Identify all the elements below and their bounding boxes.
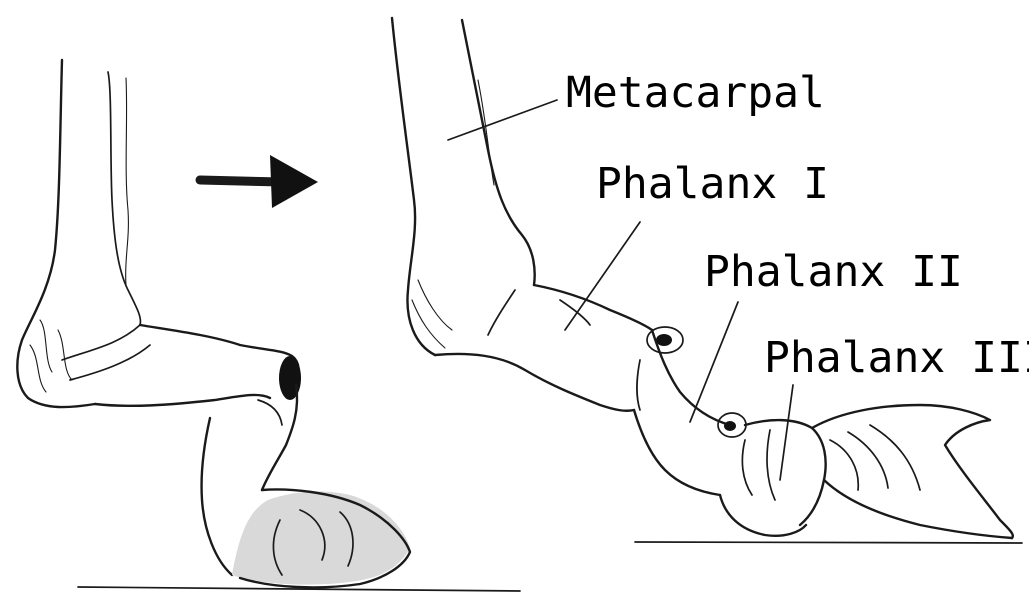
leader-phalanx-1: [565, 222, 640, 330]
left-claw-fill: [232, 491, 410, 584]
label-phalanx-1: Phalanx I: [596, 163, 829, 206]
left-phalanx-2: [262, 385, 297, 490]
left-metacarpal-back: [108, 72, 141, 325]
leader-phalanx-3: [780, 385, 793, 480]
label-phalanx-2: Phalanx II: [704, 251, 963, 294]
right-metacarpal-back: [462, 20, 535, 285]
left-phalanx-1: [140, 325, 299, 385]
leader-phalanx-2: [690, 302, 738, 422]
right-ground-line: [635, 542, 1022, 543]
left-metacarpal-front: [17, 60, 95, 407]
left-foot-retracted: [17, 60, 520, 591]
right-phalanx-1: [534, 285, 652, 330]
label-metacarpal: Metacarpal: [566, 72, 825, 115]
label-phalanx-3: Phalanx III: [764, 337, 1029, 380]
arrow-head: [270, 155, 318, 208]
transition-arrow: [200, 155, 318, 208]
leader-metacarpal: [448, 100, 557, 140]
